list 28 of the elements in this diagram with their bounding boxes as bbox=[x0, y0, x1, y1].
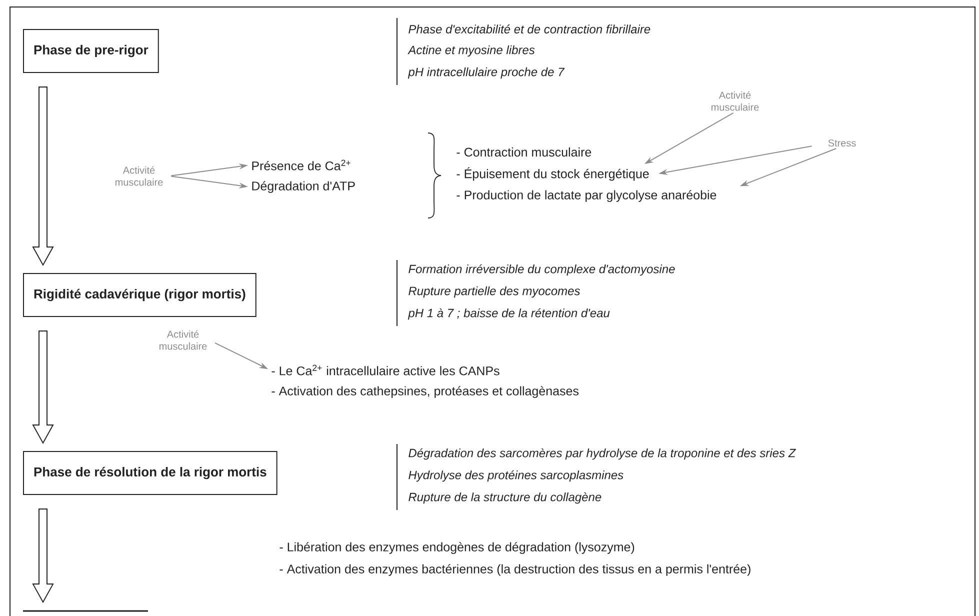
effect-text: Présence de Ca$^{2+}$ bbox=[252, 160, 350, 170]
effect-text: - Activation des enzymes bactériennes (la destruction des tissus en a permis l'entrée) bbox=[280, 564, 750, 576]
effect-text: - Libération des enzymes endogènes de dégradation (lysozyme) bbox=[280, 542, 634, 554]
note-text: Rupture partielle des myocomes bbox=[408, 286, 580, 298]
effect-text: - Activation des cathepsines, protéases et collagènases bbox=[272, 386, 579, 398]
block-arrow bbox=[32, 508, 54, 604]
phase-box: Rigidité cadavérique (rigor mortis) bbox=[23, 273, 256, 317]
note-text: Dégradation des sarcomères par hydrolyse de la troponine et des sries Z bbox=[408, 448, 796, 460]
effect-text: - Le Ca$^{2+}$ intracellulaire active les CANPs bbox=[272, 364, 500, 376]
note-text: pH 1 à 7 ; baisse de la rétention d'eau bbox=[408, 308, 610, 320]
effect-text: - Contraction musculaire bbox=[456, 147, 592, 157]
note-text: Actine et myosine libres bbox=[408, 45, 535, 57]
note-text: Rupture de la structure du collagène bbox=[408, 492, 602, 504]
note-text: Hydrolyse des protéines sarcoplasmines bbox=[408, 470, 624, 482]
note-text: Formation irréversible du complexe d'actomyosine bbox=[408, 264, 675, 276]
phase-box: Phase de pre-rigor bbox=[23, 29, 159, 73]
phase-box: Phase de résolution de la rigor mortis bbox=[23, 451, 278, 495]
factor-label: Activité musculaire bbox=[160, 330, 207, 350]
effect-text: - Production de lactate par glycolyse anaréobie bbox=[456, 190, 716, 202]
block-arrow bbox=[32, 86, 54, 266]
factor-label: Activité musculaire bbox=[712, 91, 759, 111]
factor-label: Activité musculaire bbox=[115, 166, 163, 186]
block-arrow bbox=[32, 330, 54, 444]
effect-text: - Épuisement du stock énergétique bbox=[456, 167, 649, 181]
effect-text: Dégradation d'ATP bbox=[252, 181, 355, 193]
factor-label: Stress bbox=[828, 139, 856, 147]
note-text: pH intracellulaire proche de 7 bbox=[408, 67, 565, 79]
note-text: Phase d'excitabilité et de contraction fibrillaire bbox=[408, 24, 650, 34]
